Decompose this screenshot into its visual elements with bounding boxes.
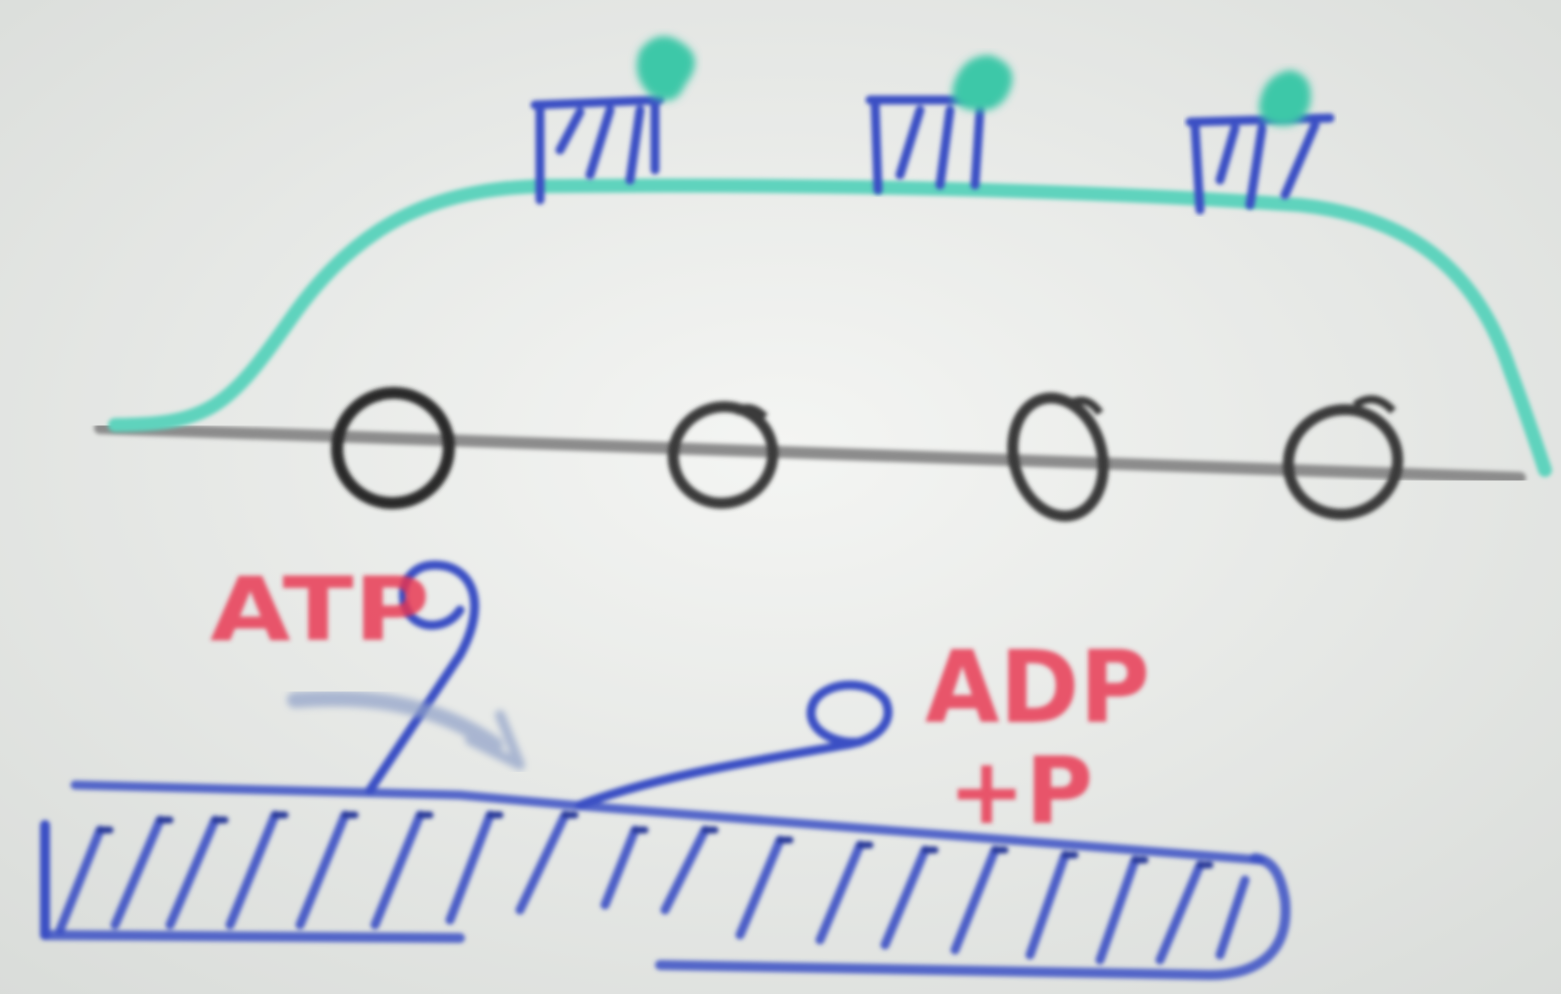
protein-blob bbox=[952, 55, 1013, 111]
atp-loop-arm bbox=[365, 560, 480, 795]
curved-arrow-icon bbox=[287, 690, 525, 770]
lower-strand bbox=[40, 560, 1291, 981]
blue-comb bbox=[1185, 113, 1335, 215]
ring-1 bbox=[331, 386, 455, 510]
protein-blob bbox=[636, 36, 695, 101]
hatch-lines bbox=[55, 810, 1250, 965]
adp-label: ADP bbox=[925, 629, 1150, 746]
circle-icon bbox=[331, 386, 455, 510]
ring-2 bbox=[667, 401, 779, 509]
protein-blob bbox=[1259, 70, 1311, 126]
upper-strand bbox=[94, 386, 1526, 522]
ring-3 bbox=[1007, 392, 1109, 522]
hatch-ticks bbox=[96, 811, 1214, 869]
circle-icon bbox=[667, 401, 779, 509]
plus-p-label: +P bbox=[948, 738, 1093, 845]
comb-group-2 bbox=[865, 55, 1013, 195]
adp-loop-arm bbox=[575, 680, 893, 810]
circle-icon bbox=[1007, 392, 1109, 522]
ring-4 bbox=[1282, 395, 1404, 520]
strand-top-line bbox=[70, 780, 1265, 865]
comb-group-1 bbox=[530, 36, 695, 205]
grey-track bbox=[94, 422, 1526, 484]
comb-group-3 bbox=[1185, 70, 1335, 215]
atp-label: ATP bbox=[210, 558, 430, 661]
teal-strand bbox=[108, 178, 1552, 477]
blue-comb bbox=[530, 95, 665, 205]
strand-bottom-line bbox=[40, 853, 1291, 981]
blue-comb bbox=[865, 95, 995, 195]
circle-icon bbox=[1282, 404, 1404, 520]
label-group: ATP ADP +P bbox=[210, 558, 1150, 845]
